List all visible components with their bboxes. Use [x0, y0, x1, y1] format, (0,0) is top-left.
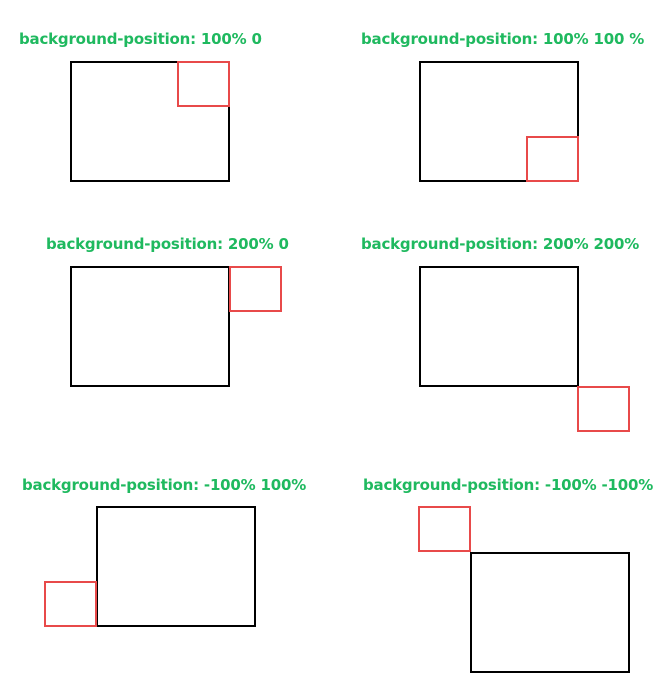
- container-box: [70, 266, 230, 387]
- container-box: [470, 552, 630, 673]
- background-image-square: [577, 386, 630, 432]
- background-image-square: [229, 266, 282, 312]
- background-image-square: [526, 136, 579, 182]
- panel-title: background-position: 100% 0: [19, 30, 262, 48]
- container-box: [419, 266, 579, 387]
- panel-title: background-position: 200% 200%: [361, 235, 640, 253]
- container-box: [96, 506, 256, 627]
- panel-title: background-position: -100% 100%: [22, 476, 307, 494]
- panel-title: background-position: 200% 0: [46, 235, 289, 253]
- container-box: [419, 61, 579, 182]
- background-image-square: [44, 581, 97, 627]
- container-box: [70, 61, 230, 182]
- panel-title: background-position: -100% -100%: [363, 476, 654, 494]
- background-image-square: [177, 61, 230, 107]
- background-image-square: [418, 506, 471, 552]
- panel-title: background-position: 100% 100 %: [361, 30, 645, 48]
